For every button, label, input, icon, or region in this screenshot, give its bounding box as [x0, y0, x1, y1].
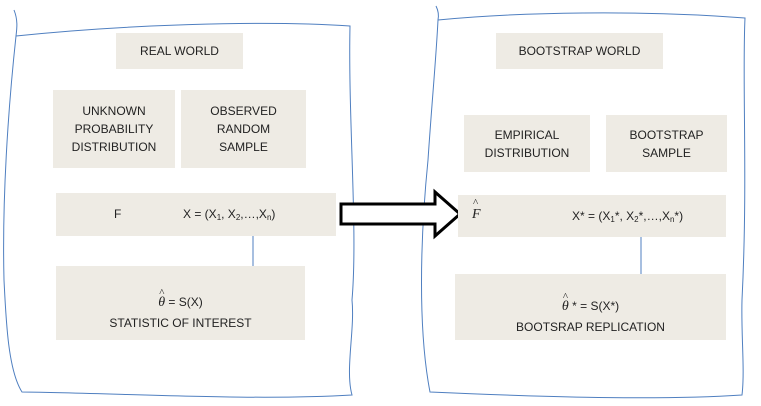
replication-equation: ^θ * = S(X*)	[561, 290, 620, 314]
unknown-distribution-label: UNKNOWN PROBABILITY DISTRIBUTION	[71, 104, 157, 154]
real-world-title-box: REAL WORLD	[116, 33, 243, 69]
f-to-x-row-box	[56, 193, 336, 236]
fhat-label: ^F	[472, 197, 481, 222]
unknown-distribution-box: UNKNOWN PROBABILITY DISTRIBUTION	[53, 90, 175, 168]
statistic-equation: ^θ = S(X)	[158, 286, 203, 310]
empirical-distribution-box: EMPIRICAL DISTRIBUTION	[464, 115, 590, 172]
x-sample-expression: X = (X1, X2,…,Xn)	[183, 207, 276, 222]
observed-sample-box: OBSERVED RANDOM SAMPLE	[181, 90, 306, 168]
bootstrap-world-outline	[421, 12, 746, 399]
xstar-sample-expression: X* = (X1*, X2*,…,Xn*)	[572, 209, 684, 224]
statistic-caption: STATISTIC OF INTEREST	[109, 315, 252, 330]
bootstrap-world-title: BOOTSTRAP WORLD	[518, 44, 641, 58]
real-world-title: REAL WORLD	[140, 44, 219, 58]
statistic-box: ^θ = S(X) STATISTIC OF INTEREST	[56, 266, 305, 340]
bootstrap-sample-label: BOOTSTRAP SAMPLE	[629, 127, 704, 160]
replication-box: ^θ * = S(X*) BOOTSRAP REPLICATION	[455, 274, 726, 340]
bootstrap-world-title-box: BOOTSTRAP WORLD	[496, 33, 663, 69]
empirical-distribution-label: EMPIRICAL DISTRIBUTION	[484, 127, 570, 160]
real-world-outline	[3, 22, 355, 398]
f-label: F	[114, 207, 122, 221]
replication-caption: BOOTSRAP REPLICATION	[516, 319, 665, 334]
fhat-to-xstar-row-box	[458, 195, 726, 237]
observed-sample-label: OBSERVED RANDOM SAMPLE	[210, 104, 277, 154]
bootstrap-sample-box: BOOTSTRAP SAMPLE	[606, 115, 727, 172]
big-transition-arrow	[339, 188, 463, 240]
